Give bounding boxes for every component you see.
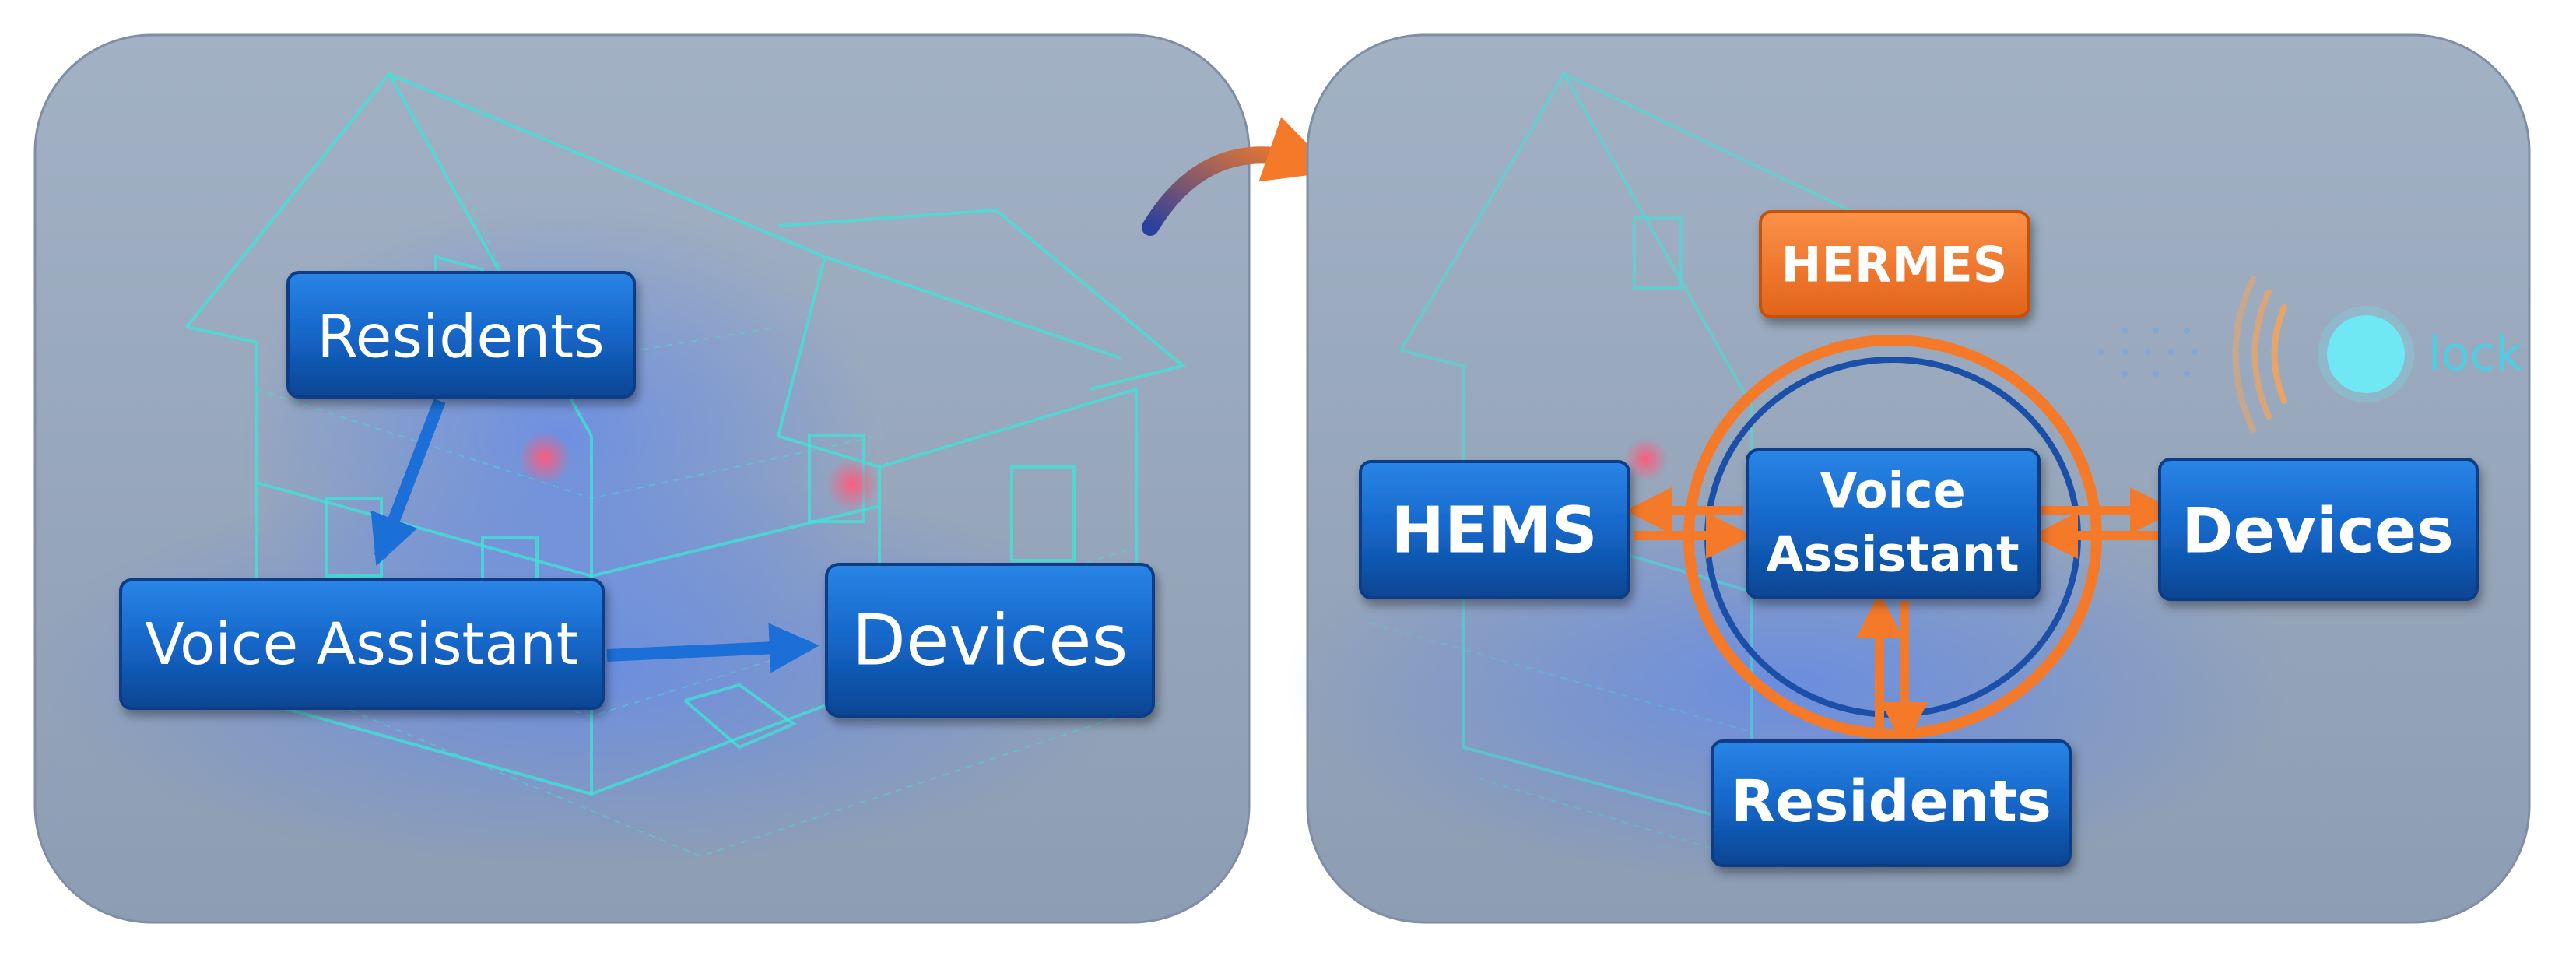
node-voice-assistant-left: Voice Assistant (119, 578, 605, 710)
node-residents-right-label: Residents (1731, 768, 2051, 835)
node-residents-right: Residents (1711, 739, 2072, 867)
node-voice-assistant-right: Voice Assistant (1746, 448, 2041, 599)
hermes-label: HERMES (1781, 237, 2008, 293)
arrow-voice-assistant-to-devices (606, 623, 819, 673)
arrow-residents-to-voice-assistant (370, 399, 446, 566)
arrows-voice-assistant-residents (1856, 592, 1928, 749)
node-residents-left-label: Residents (317, 302, 604, 371)
hermes-badge: HERMES (1759, 210, 2030, 318)
node-devices-right-label: Devices (2181, 495, 2454, 567)
arrows-voice-assistant-devices (2031, 487, 2177, 559)
node-devices-left: Devices (825, 563, 1155, 718)
node-hems-label: HEMS (1391, 494, 1597, 568)
node-voice-assistant-right-line2: Assistant (1766, 526, 2019, 583)
arrows-hems-voice-assistant (1625, 487, 1753, 559)
lock-label: lock (2428, 327, 2522, 381)
red-light-dot (518, 431, 571, 484)
red-light-dot (1624, 437, 1668, 481)
node-hems: HEMS (1359, 460, 1630, 599)
node-devices-left-label: Devices (852, 600, 1128, 682)
left-panel: Residents Voice Assistant Devices (31, 33, 1251, 924)
right-panel: lock HERMES HEMS Voice A (1284, 33, 2531, 924)
curved-arrow-icon (1142, 117, 1335, 236)
node-voice-assistant-right-line1: Voice (1820, 462, 1965, 519)
node-devices-right: Devices (2158, 458, 2479, 601)
node-residents-left: Residents (286, 271, 636, 399)
wireless-signal-icon (2098, 276, 2414, 433)
node-voice-assistant-left-label: Voice Assistant (145, 611, 579, 678)
red-light-dot (826, 458, 879, 511)
